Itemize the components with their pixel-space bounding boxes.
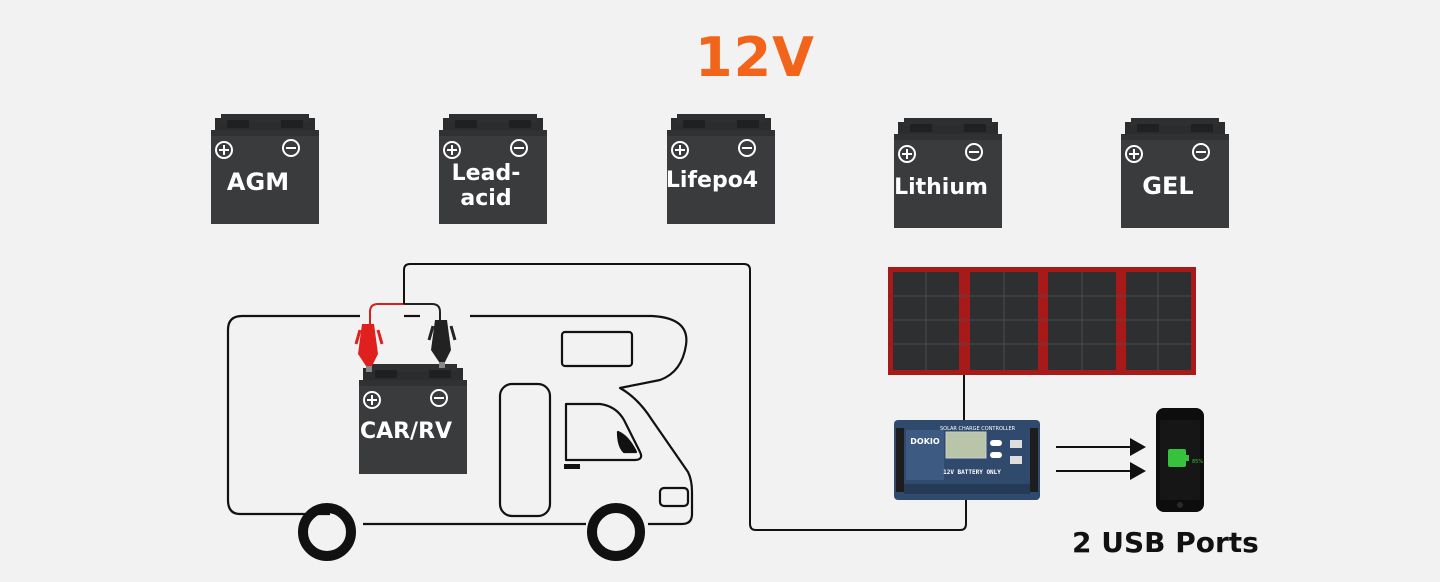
arrow-right-icon (1056, 438, 1146, 456)
phone-battery-percent: 85% (1192, 459, 1203, 465)
battery-label-car-rv: CAR/RV (360, 419, 452, 444)
solar-panel (888, 267, 1196, 420)
rv-wheel-rear (298, 503, 356, 561)
battery-car-rv: CAR/RV (358, 363, 468, 475)
battery-lithium: Lithium (893, 117, 1003, 229)
clamp-wires (369, 263, 967, 531)
battery-lifepo4: Lifepo4 (666, 113, 776, 225)
controller-battery-note: 12V BATTERY ONLY (943, 469, 1001, 476)
controller-header: SOLAR CHARGE CONTROLLER (940, 426, 1016, 432)
controller-brand: DOKIO (910, 437, 940, 446)
voltage-title: 12V (695, 26, 815, 89)
red-clamp-icon (354, 324, 384, 372)
battery-lead-acid: Lead- acid (438, 113, 548, 225)
usb-ports-caption: 2 USB Ports (1072, 526, 1259, 559)
battery-label-lifepo4: Lifepo4 (666, 168, 758, 193)
charge-controller: SOLAR CHARGE CONTROLLER DOKIO 12V BATTER… (894, 420, 1040, 500)
rv-outline (226, 314, 694, 526)
battery-label-lithium: Lithium (894, 175, 988, 200)
smartphone-icon: 85% (1156, 408, 1204, 512)
rv-wheel-front (587, 503, 645, 561)
battery-label-lead: Lead- (452, 161, 521, 186)
battery-agm: AGM (210, 113, 320, 225)
black-clamp-icon (427, 320, 457, 368)
battery-label-agm: AGM (227, 168, 289, 196)
battery-label-acid: acid (460, 186, 511, 211)
battery-label-gel: GEL (1142, 172, 1193, 200)
arrow-right-icon (1056, 462, 1146, 480)
battery-gel: GEL (1120, 117, 1230, 229)
